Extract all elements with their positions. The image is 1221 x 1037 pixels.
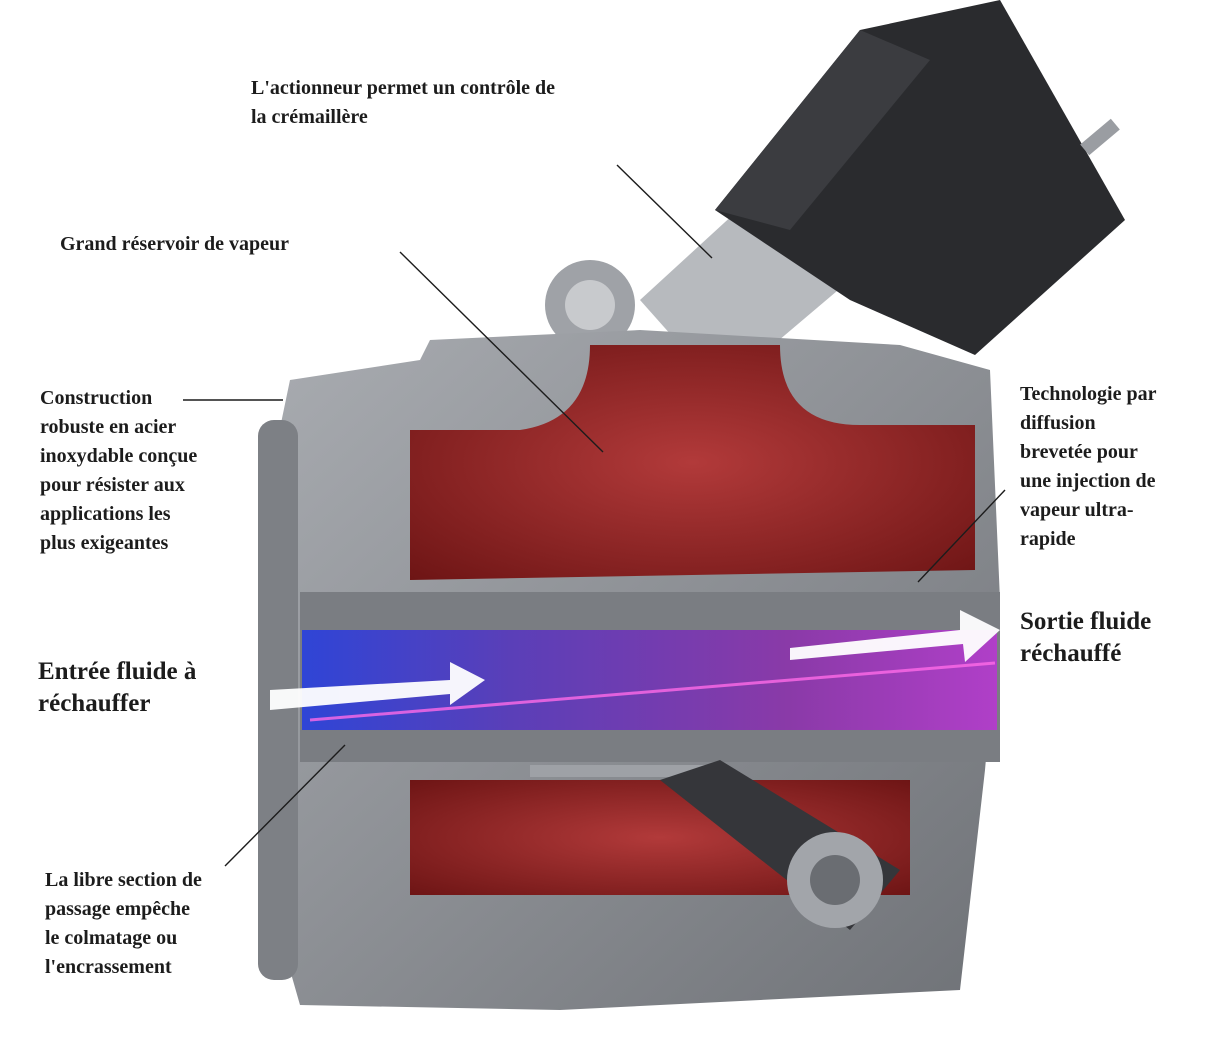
reservoir-label: Grand réservoir de vapeur: [60, 230, 289, 259]
label-line: Entrée fluide à: [38, 658, 197, 685]
label-line: passage empêche: [45, 898, 190, 920]
rack-gear: [530, 765, 720, 777]
label-line: brevetée pour: [1020, 441, 1138, 463]
outlet-label: Sortie fluide réchauffé: [1020, 606, 1151, 670]
label-line: L'actionneur permet un contrôle de: [251, 77, 556, 99]
label-line: plus exigeantes: [40, 532, 169, 554]
label-line: l'encrassement: [45, 956, 172, 978]
label-line: réchauffé: [1020, 640, 1122, 667]
label-line: applications les: [40, 503, 171, 525]
label-line: robuste en acier: [40, 416, 177, 438]
leader-lines: [183, 164, 1006, 867]
actuator-label: L'actionneur permet un contrôle de la cr…: [251, 74, 555, 132]
inlet-arrow: [270, 662, 485, 710]
label-line: réchauffer: [38, 690, 151, 717]
label-line: diffusion: [1020, 412, 1096, 434]
inlet-label: Entrée fluide à réchauffer: [38, 656, 196, 720]
label-line: vapeur ultra-: [1020, 499, 1134, 521]
steam-reservoir-upper: [410, 345, 975, 580]
technology-label: Technologie par diffusion brevetée pour …: [1020, 380, 1157, 554]
outlet-arrow: [790, 610, 1000, 662]
label-line: La libre section de: [45, 869, 202, 891]
label-line: Grand réservoir de vapeur: [60, 233, 290, 255]
label-line: rapide: [1020, 528, 1076, 550]
label-line: Construction: [40, 387, 153, 409]
construction-label: Construction robuste en acier inoxydable…: [40, 384, 197, 558]
label-line: le colmatage ou: [45, 927, 178, 949]
label-line: pour résister aux: [40, 474, 185, 496]
label-line: la crémaillère: [251, 106, 368, 128]
passage-label: La libre section de passage empêche le c…: [45, 866, 202, 982]
label-line: une injection de: [1020, 470, 1156, 492]
label-line: Technologie par: [1020, 383, 1157, 405]
label-line: inoxydable conçue: [40, 445, 198, 467]
label-line: Sortie fluide: [1020, 608, 1152, 635]
heater-body: [258, 330, 1000, 1010]
